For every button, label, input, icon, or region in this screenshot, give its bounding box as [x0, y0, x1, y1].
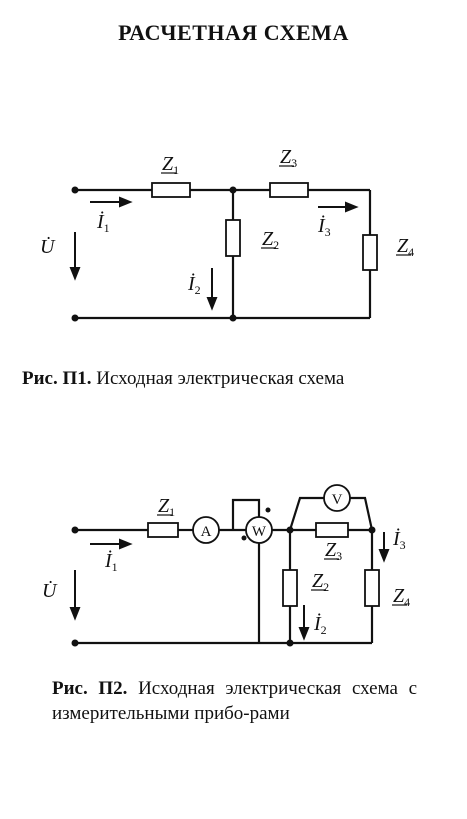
- wattmeter-dot-2: [265, 507, 271, 513]
- label-i2: İ2: [313, 612, 327, 637]
- label-u: U̇: [40, 235, 56, 258]
- label-z3: Z3: [325, 539, 342, 563]
- label-z3: Z3: [280, 146, 297, 170]
- ammeter-label: A: [201, 524, 212, 540]
- resistor-z4: [362, 234, 378, 271]
- label-i3: İ3: [392, 527, 406, 552]
- arrows-fig2: [69, 532, 390, 641]
- figure1-caption-prefix: Рис. П1.: [22, 368, 92, 389]
- terminal-bottom-fig2: [71, 639, 79, 647]
- resistor-z3: [269, 182, 309, 198]
- label-z4: Z4: [393, 585, 410, 609]
- label-i1: İ1: [104, 549, 118, 574]
- resistor-z1: [147, 522, 179, 538]
- resistor-z3: [315, 522, 349, 538]
- circuit-diagram-2: A W V Z1 Z3 Z2 Z4 U̇ İ1 İ3 İ2: [42, 484, 410, 647]
- node-right-fig2: [368, 526, 376, 534]
- resistor-z4: [364, 569, 380, 607]
- terminal-bottom-fig1: [71, 314, 79, 322]
- resistor-z2: [225, 219, 241, 257]
- circuit-diagram-1: Z1 Z3 Z2 Z4 U̇ İ1 İ3 İ2: [40, 146, 414, 322]
- label-i1: İ1: [96, 210, 110, 235]
- figure1-caption: Рис. П1. Исходная электрическая схема: [22, 368, 452, 390]
- node-top-fig1: [229, 186, 237, 194]
- label-z4: Z4: [397, 235, 414, 259]
- node-left-fig2: [286, 526, 294, 534]
- label-z1: Z1: [162, 153, 179, 177]
- wires-fig1: [75, 188, 372, 320]
- ammeter: A: [192, 516, 220, 544]
- label-i3: İ3: [317, 214, 331, 239]
- wattmeter: W: [245, 516, 273, 544]
- arrows-fig1: [69, 196, 359, 311]
- figure2-caption: Рис. П2. Исходная электрическая схема с …: [52, 676, 417, 726]
- resistor-z2: [282, 569, 298, 607]
- label-z1: Z1: [158, 495, 175, 519]
- label-i2: İ2: [187, 272, 201, 297]
- terminal-top-fig2: [71, 526, 79, 534]
- figure2-caption-prefix: Рис. П2.: [52, 678, 128, 699]
- label-u: U̇: [42, 579, 58, 602]
- figure1-caption-text: Исходная электрическая схема: [91, 368, 345, 389]
- wires-fig2: [75, 496, 374, 645]
- resistor-z1: [151, 182, 191, 198]
- terminal-top-fig1: [71, 186, 79, 194]
- voltmeter: V: [323, 484, 351, 512]
- page-title: РАСЧЕТНАЯ СХЕМА: [118, 20, 349, 45]
- wattmeter-label: W: [252, 524, 267, 540]
- voltmeter-label: V: [332, 492, 343, 508]
- node-bottom-mid-fig2: [286, 639, 294, 647]
- figure2-caption-text: Исходная электрическая схема с измерител…: [52, 678, 417, 724]
- node-bottom-fig1: [229, 314, 237, 322]
- label-z2: Z2: [312, 570, 329, 594]
- wattmeter-dot-1: [241, 535, 247, 541]
- label-z2: Z2: [262, 228, 279, 252]
